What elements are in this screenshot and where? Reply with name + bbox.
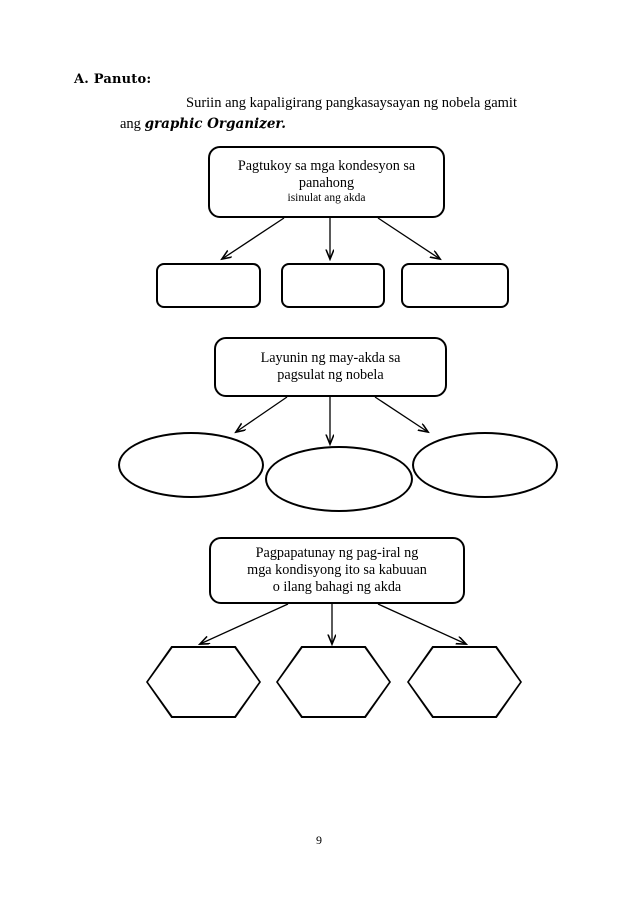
organizer-answer-box-1b[interactable] (281, 263, 385, 308)
hexagon-fill (409, 648, 520, 716)
hexagon-fill (278, 648, 389, 716)
instruction-line-1: Suriin ang kapaligirang pangkasaysayan n… (186, 95, 517, 111)
organizer-answer-box-1a[interactable] (156, 263, 261, 308)
organizer-answer-hexagon-3c[interactable] (407, 646, 522, 718)
organizer-answer-box-1c[interactable] (401, 263, 509, 308)
organizer-header-3: Pagpapatunay ng pag-iral ng mga kondisyo… (209, 537, 465, 604)
organizer-answer-hexagon-3b[interactable] (276, 646, 391, 718)
organizer-header-3-text: Pagpapatunay ng pag-iral ng mga kondisyo… (247, 545, 427, 595)
instruction-line-2-prefix: ang (120, 116, 141, 132)
page-number: 9 (316, 833, 322, 847)
organizer-header-1-main: Pagtukoy sa mga kondesyon sa panahong (237, 158, 416, 192)
instruction-line-2-emphasis: graphic Organizer. (144, 116, 286, 132)
organizer-answer-hexagon-3a[interactable] (146, 646, 261, 718)
hexagon-fill (148, 648, 259, 716)
organizer-header-2-text: Layunin ng may-akda sa pagsulat ng nobel… (260, 350, 401, 383)
instruction-line-2: ang graphic Organizer. (120, 116, 286, 133)
organizer-header-2: Layunin ng may-akda sa pagsulat ng nobel… (214, 337, 447, 397)
organizer-answer-ellipse-2c[interactable] (412, 432, 558, 498)
organizer-header-1: Pagtukoy sa mga kondesyon sa panahong is… (208, 146, 445, 218)
organizer-header-1-sub: isinulat ang akda (287, 192, 366, 205)
organizer-answer-ellipse-2a[interactable] (118, 432, 264, 498)
organizer-answer-ellipse-2b[interactable] (265, 446, 413, 512)
section-label: A. Panuto: (74, 72, 152, 87)
